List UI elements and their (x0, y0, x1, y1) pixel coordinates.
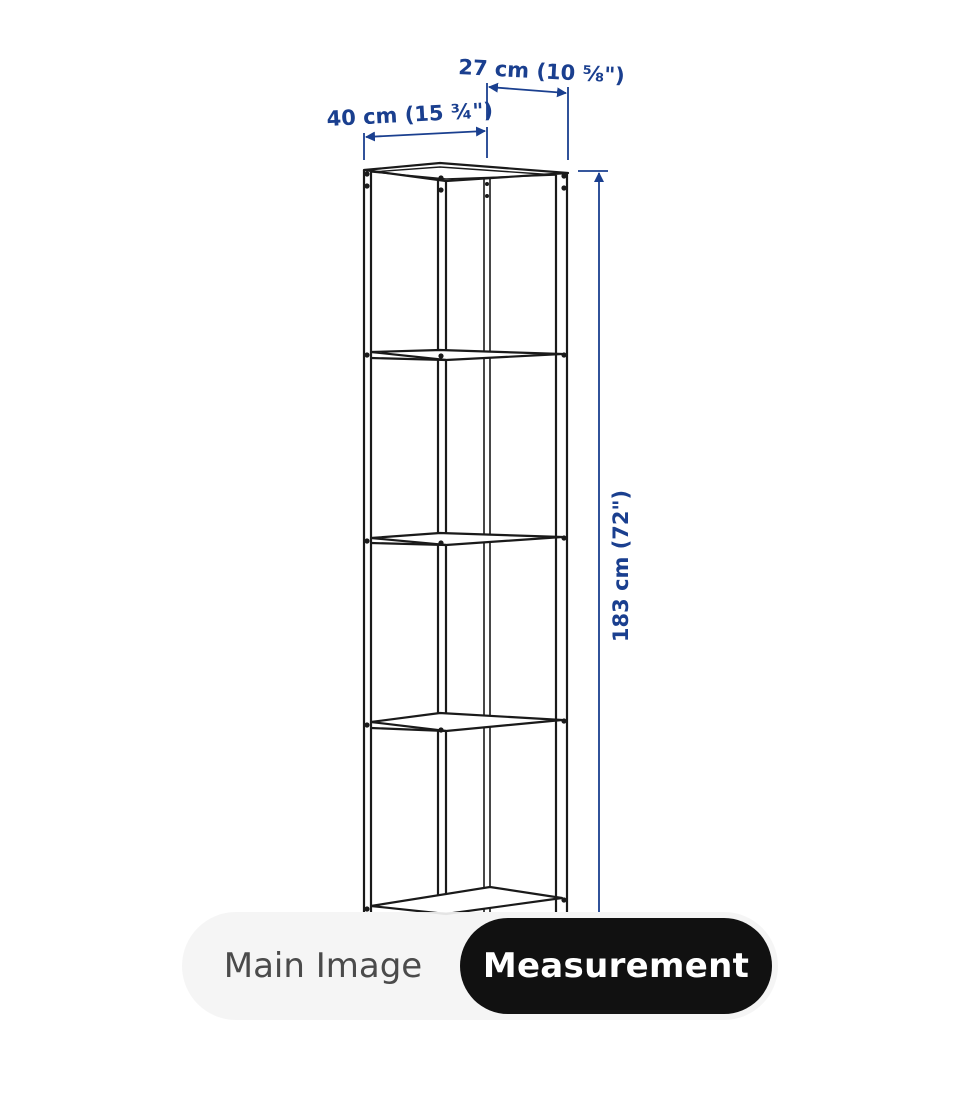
height-label: 183 cm (72") (609, 490, 633, 642)
height-dimension: 183 cm (72") (578, 170, 633, 912)
front-left-post (362, 170, 373, 912)
main-image-tab-label: Main Image (223, 946, 423, 986)
shelf-unit-illustration (362, 161, 570, 916)
measurement-tab[interactable]: Measurement (460, 918, 772, 1014)
width-dimension: 40 cm (15 ¾") (326, 98, 494, 160)
width-label: 40 cm (15 ¾") (326, 98, 494, 131)
front-right-post (436, 180, 448, 912)
back-right-post (554, 173, 569, 912)
shelf-1 (369, 348, 564, 362)
main-image-tab[interactable]: Main Image (192, 918, 454, 1014)
measurement-tab-label: Measurement (482, 946, 750, 986)
back-left-post (483, 178, 491, 912)
shelf-3 (369, 711, 564, 733)
depth-label: 27 cm (10 ⅝") (458, 55, 626, 88)
bolts (364, 171, 567, 912)
shelf-2 (369, 531, 564, 547)
top-frame (362, 161, 570, 183)
shelf-4 (369, 885, 564, 916)
image-view-toggle: Main Image Measurement (182, 912, 778, 1020)
